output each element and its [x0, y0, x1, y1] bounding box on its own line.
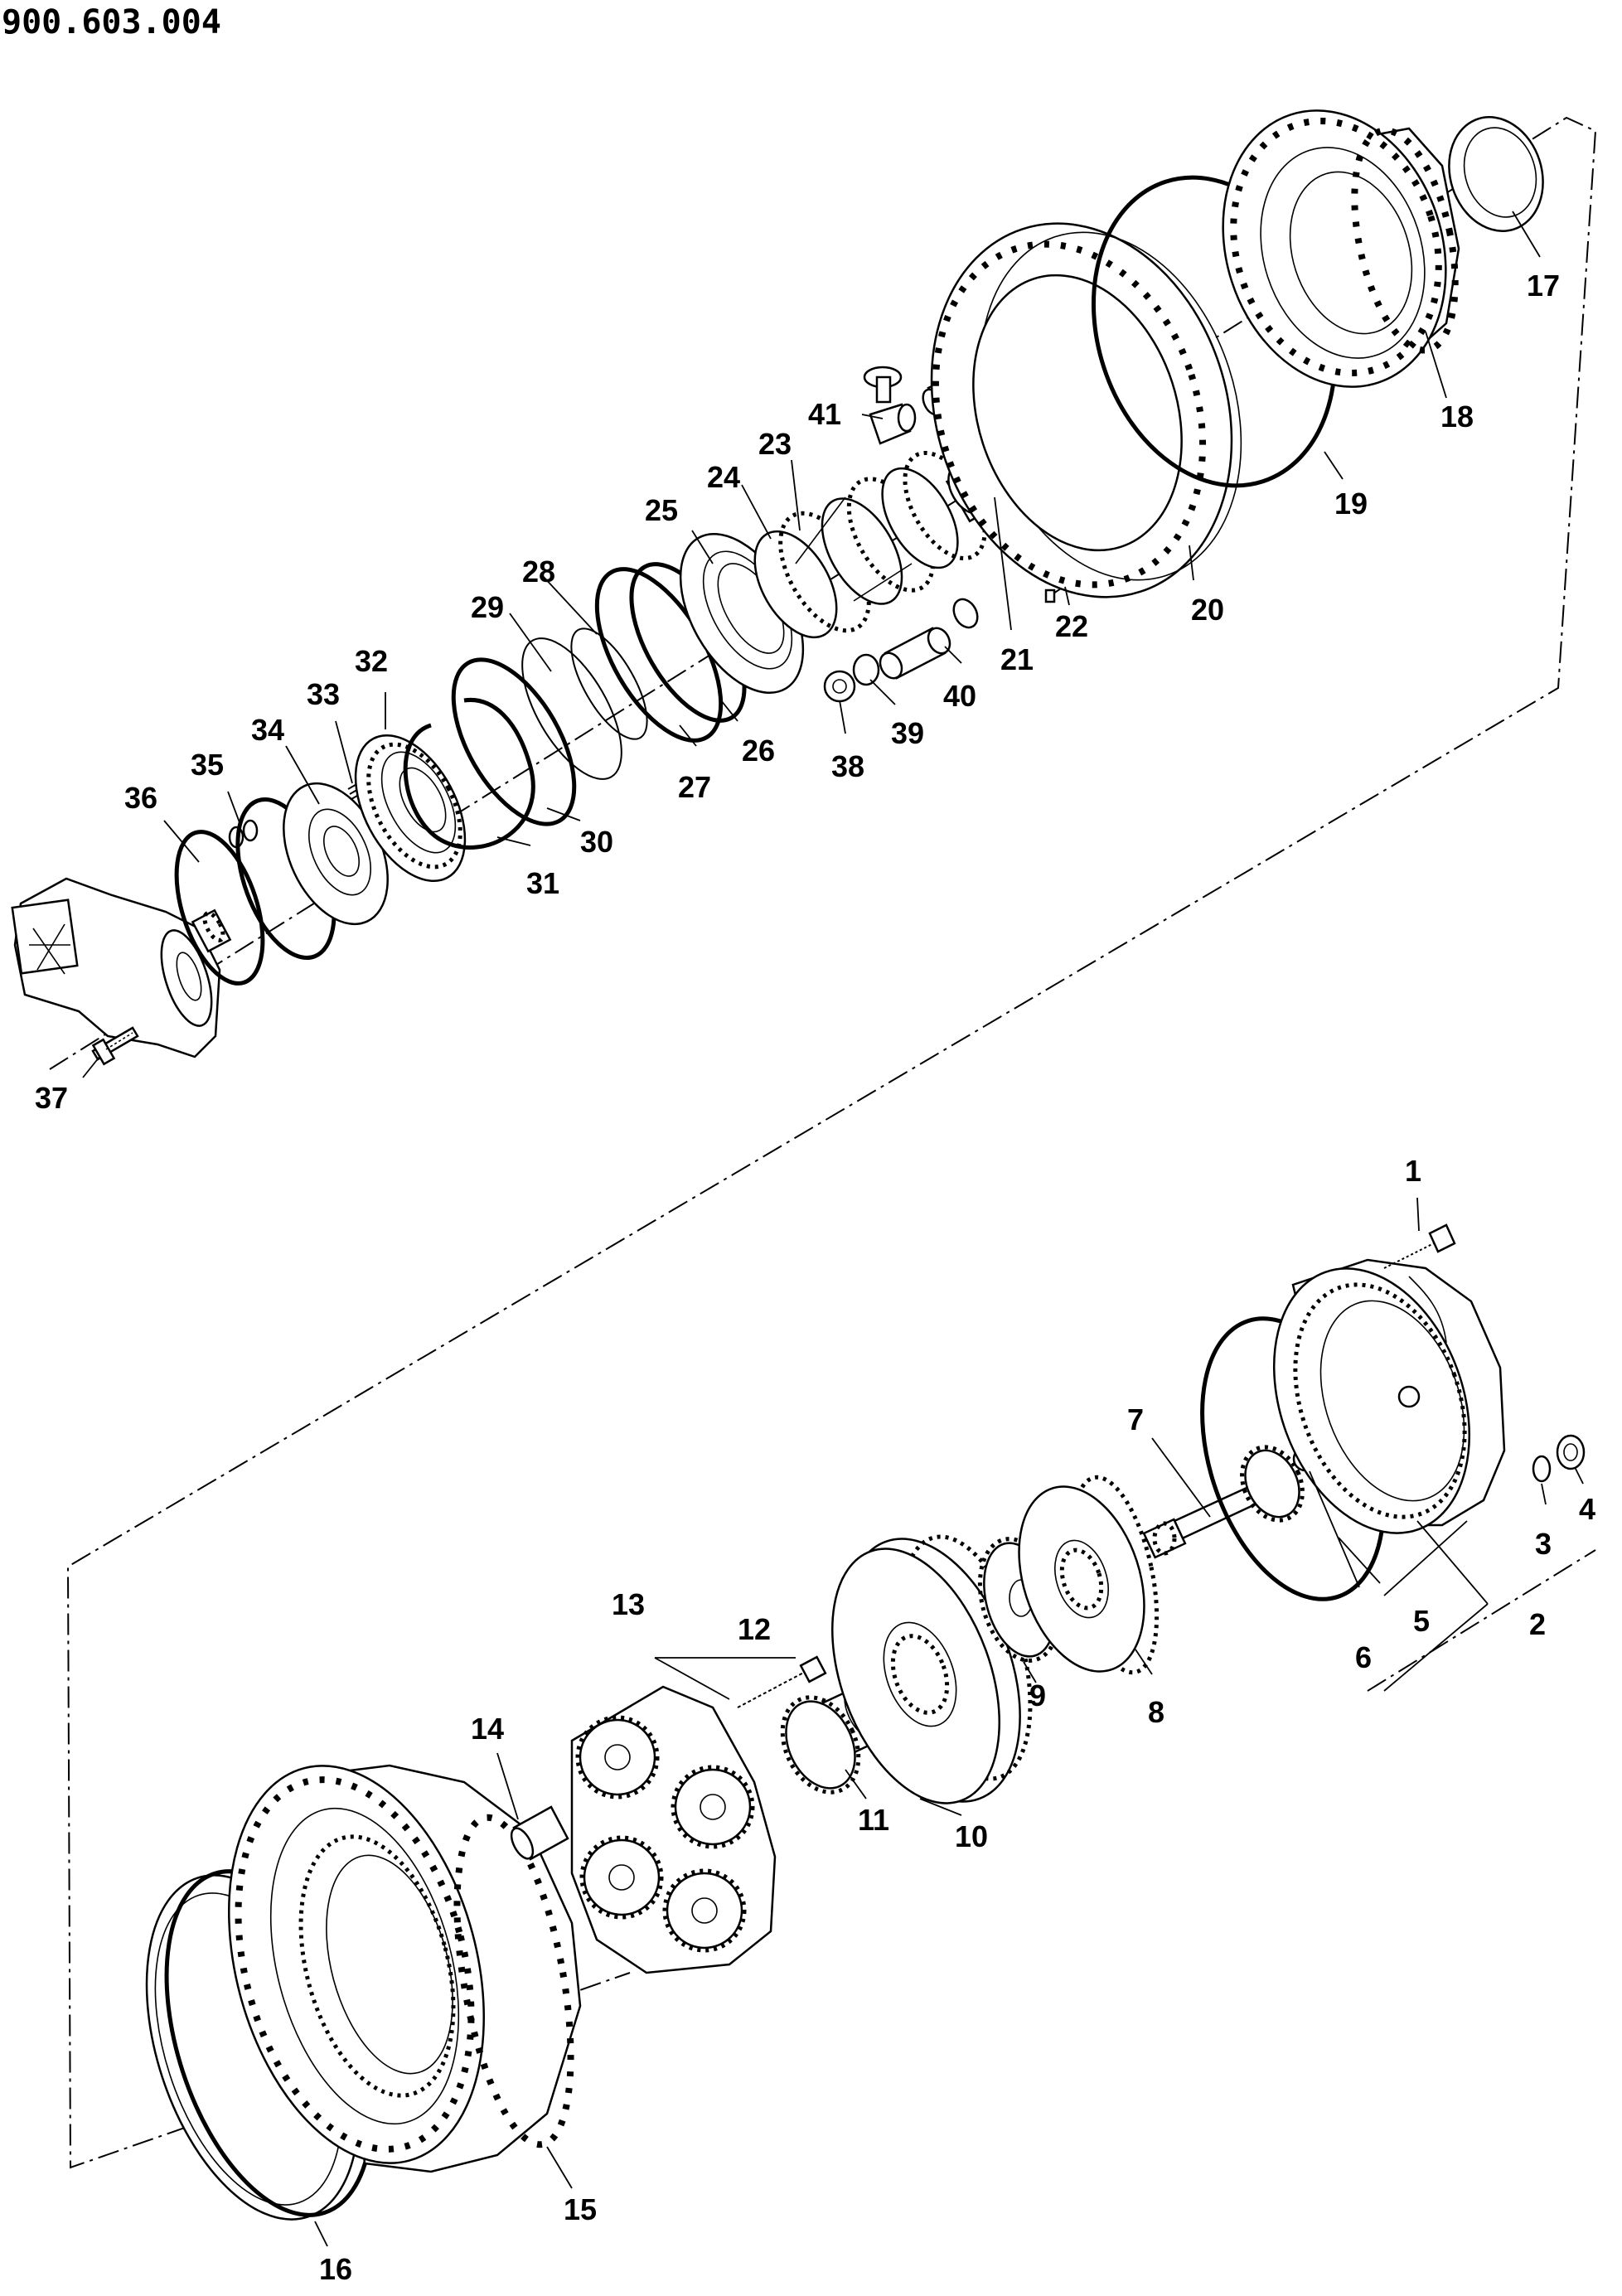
pin-14 [510, 1805, 569, 1861]
upper-leaders [82, 211, 1541, 1078]
callout-40: 40 [943, 679, 976, 713]
callout-32: 32 [355, 644, 388, 678]
callout-8: 8 [1148, 1695, 1164, 1729]
callout-22: 22 [1055, 609, 1088, 643]
bearing-32 [354, 734, 467, 883]
plug-4 [1556, 1434, 1586, 1470]
ring-29 [521, 637, 622, 780]
callout-37: 37 [35, 1081, 68, 1115]
fitting-41 [863, 366, 917, 445]
callout-11: 11 [858, 1803, 889, 1837]
callout-26: 26 [742, 734, 775, 768]
housing-15 [228, 1764, 582, 2173]
callout-28: 28 [522, 555, 555, 589]
planet-carrier-13 [570, 1685, 777, 1974]
callout-7: 7 [1127, 1402, 1144, 1436]
callout-38: 38 [831, 749, 864, 783]
callout-12: 12 [738, 1612, 771, 1646]
callout-5: 5 [1413, 1604, 1430, 1638]
planet-gear-right [671, 1765, 755, 1849]
callout-6: 6 [1355, 1640, 1372, 1674]
callout-24: 24 [707, 460, 740, 494]
callout-1: 1 [1405, 1154, 1421, 1188]
carrier-disc-10 [831, 1534, 1033, 1804]
callout-19: 19 [1334, 487, 1368, 521]
callout-labels: 17 18 19 20 21 22 23 24 25 26 27 28 29 3… [35, 269, 1595, 2286]
callout-20: 20 [1191, 593, 1224, 627]
callout-10: 10 [955, 1819, 988, 1853]
callout-27: 27 [678, 770, 711, 804]
callout-34: 34 [251, 713, 284, 747]
callout-2: 2 [1529, 1607, 1546, 1641]
shaft-7 [1142, 1445, 1305, 1559]
cover-2 [1272, 1258, 1506, 1534]
discs-23 [778, 450, 987, 633]
callout-14: 14 [471, 1712, 504, 1746]
bolt-1 [1383, 1223, 1456, 1269]
callout-39: 39 [891, 716, 924, 750]
callout-16: 16 [319, 2252, 352, 2286]
callout-31: 31 [526, 866, 559, 900]
ring-28 [570, 627, 648, 740]
lower-leaders [314, 1197, 1584, 2247]
hub-18 [1222, 109, 1460, 388]
callout-15: 15 [564, 2192, 597, 2226]
bolt-37 [91, 1026, 139, 1066]
washer-39 [852, 653, 880, 686]
callout-21: 21 [1000, 642, 1034, 676]
carrier-8 [1018, 1475, 1160, 1675]
washer-3 [1532, 1455, 1552, 1483]
bolt-12 [737, 1655, 827, 1708]
motor-housing [11, 877, 232, 1058]
center-axis [49, 116, 1597, 2169]
callout-9: 9 [1029, 1678, 1046, 1712]
callout-13: 13 [612, 1587, 645, 1621]
callout-41: 41 [808, 397, 841, 431]
snap-ring-31 [403, 697, 535, 850]
ring-24 [753, 530, 838, 639]
housing-ring-20 [930, 222, 1242, 598]
thrust-washer-17 [1448, 116, 1544, 232]
callout-36: 36 [124, 781, 157, 815]
washer-38 [823, 670, 856, 703]
callout-23: 23 [758, 427, 792, 461]
planet-gear-bottom [662, 1868, 747, 1953]
ring-35 [228, 819, 259, 849]
planet-gear-top [575, 1715, 660, 1800]
ring-30 [451, 657, 577, 826]
callout-17: 17 [1527, 269, 1560, 303]
callout-25: 25 [645, 493, 678, 527]
planet-gear-left [579, 1835, 664, 1920]
callout-29: 29 [471, 590, 504, 624]
callout-3: 3 [1535, 1527, 1552, 1561]
callout-33: 33 [307, 677, 340, 711]
drawing-number: 900.603.004 [2, 3, 221, 41]
pin-40 [879, 598, 979, 680]
callout-4: 4 [1579, 1492, 1595, 1526]
callout-30: 30 [580, 825, 613, 859]
callout-18: 18 [1440, 400, 1474, 434]
o-ring-36 [174, 830, 265, 986]
callout-35: 35 [191, 748, 224, 782]
